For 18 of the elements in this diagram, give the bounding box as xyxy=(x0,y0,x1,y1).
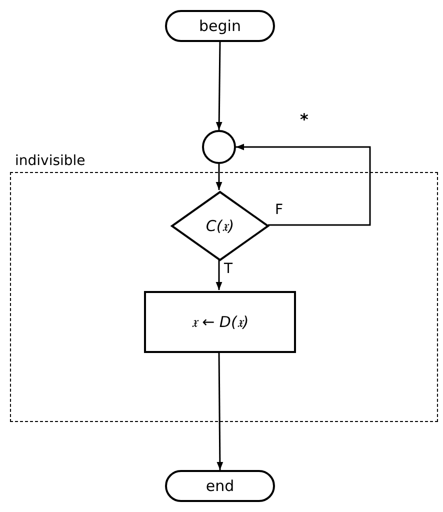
annotation-mark: * xyxy=(300,112,308,128)
arrow xyxy=(216,42,222,130)
condition-text: C(𝔵) xyxy=(206,217,234,235)
connector-circle xyxy=(202,130,236,164)
arrow xyxy=(216,260,222,290)
terminal-text: begin xyxy=(199,17,241,35)
arrow xyxy=(216,352,224,470)
process-box xyxy=(144,291,296,353)
arrow xyxy=(236,144,371,226)
arrow xyxy=(216,164,222,190)
decision-diamond xyxy=(171,191,269,261)
edge-label: T xyxy=(223,262,234,276)
terminal-box xyxy=(165,470,275,502)
terminal-box xyxy=(165,10,275,42)
group-label: indivisible xyxy=(15,153,86,169)
edge-label: F xyxy=(274,203,284,217)
process-text: 𝔵 ← D(𝔵) xyxy=(191,313,249,331)
terminal-text: end xyxy=(206,477,234,495)
